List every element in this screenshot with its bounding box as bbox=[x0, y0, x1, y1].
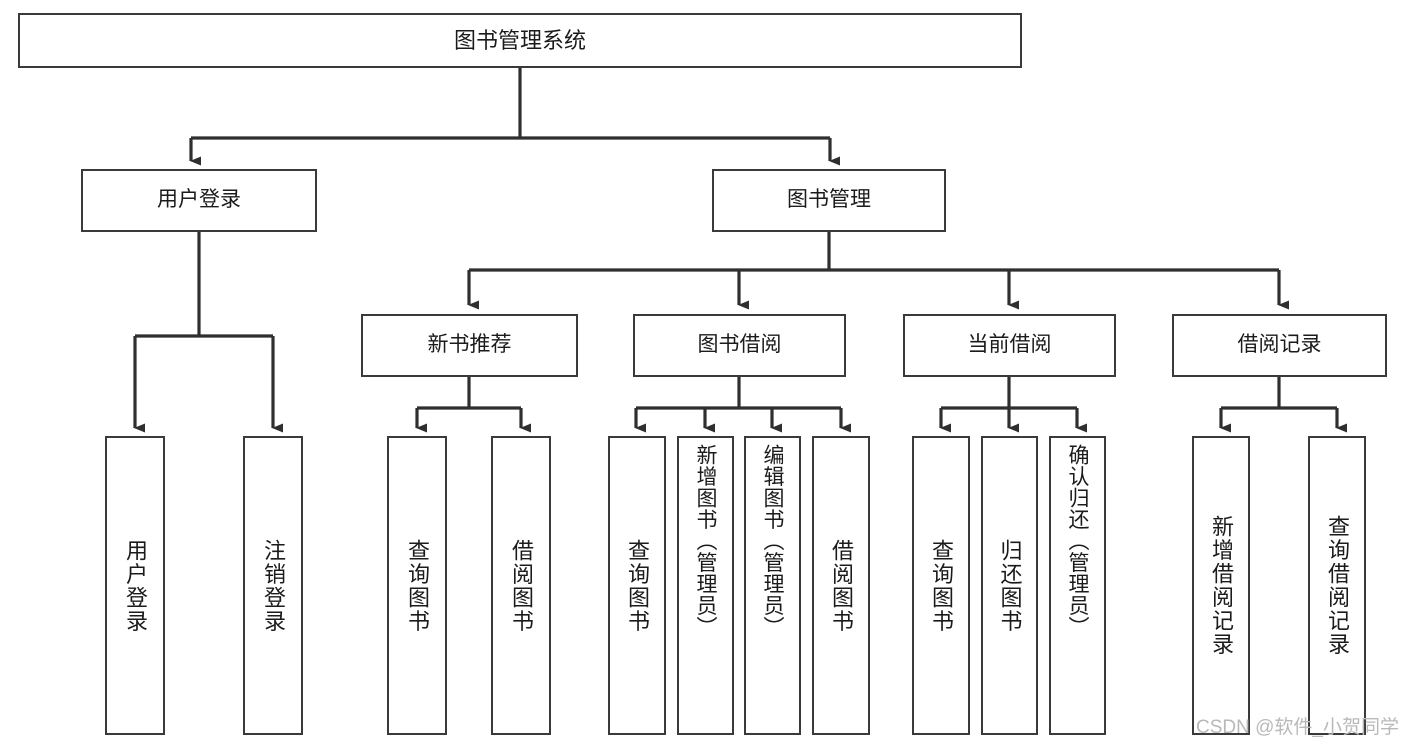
node-leaf-query-book-3-label: 查询图书 bbox=[929, 538, 954, 633]
node-book-borrow[interactable]: 图书借阅 bbox=[633, 314, 846, 377]
node-root-label: 图书管理系统 bbox=[453, 27, 586, 53]
node-current-borrow[interactable]: 当前借阅 bbox=[903, 314, 1116, 377]
node-leaf-query-borrow-record-label: 查询借阅记录 bbox=[1325, 515, 1350, 656]
node-leaf-add-borrow-record-label: 新增借阅记录 bbox=[1209, 515, 1234, 656]
node-leaf-user-login-label: 用户登录 bbox=[123, 538, 148, 633]
node-leaf-logout[interactable]: 注销登录 bbox=[243, 436, 303, 735]
node-leaf-query-borrow-record[interactable]: 查询借阅记录 bbox=[1308, 436, 1366, 735]
node-leaf-add-borrow-record[interactable]: 新增借阅记录 bbox=[1192, 436, 1250, 735]
node-user-login-label: 用户登录 bbox=[157, 188, 241, 212]
node-borrow-record-label: 借阅记录 bbox=[1237, 333, 1322, 357]
node-book-manage-label: 图书管理 bbox=[787, 188, 871, 212]
node-leaf-confirm-return[interactable]: 确认归还（管理员） bbox=[1049, 436, 1106, 735]
node-leaf-confirm-return-label: 确认归还（管理员） bbox=[1066, 444, 1089, 638]
watermark-text: CSDN @软件_小贺同学 bbox=[1196, 717, 1399, 738]
node-leaf-borrow-book-1-label: 借阅图书 bbox=[509, 538, 534, 633]
node-leaf-query-book-1[interactable]: 查询图书 bbox=[387, 436, 447, 735]
node-borrow-record[interactable]: 借阅记录 bbox=[1172, 314, 1387, 377]
node-leaf-edit-book[interactable]: 编辑图书（管理员） bbox=[744, 436, 801, 735]
node-user-login[interactable]: 用户登录 bbox=[81, 169, 317, 232]
node-leaf-add-book-label: 新增图书（管理员） bbox=[694, 444, 717, 638]
node-leaf-edit-book-label: 编辑图书（管理员） bbox=[761, 444, 784, 638]
node-leaf-user-login[interactable]: 用户登录 bbox=[105, 436, 165, 735]
node-new-book-rec-label: 新书推荐 bbox=[427, 333, 512, 357]
node-leaf-return-book-label: 归还图书 bbox=[997, 538, 1023, 633]
node-book-manage[interactable]: 图书管理 bbox=[712, 169, 946, 232]
node-leaf-add-book[interactable]: 新增图书（管理员） bbox=[677, 436, 734, 735]
node-root[interactable]: 图书管理系统 bbox=[18, 13, 1022, 68]
node-leaf-query-book-2-label: 查询图书 bbox=[625, 538, 650, 633]
node-leaf-query-book-3[interactable]: 查询图书 bbox=[912, 436, 970, 735]
node-new-book-rec[interactable]: 新书推荐 bbox=[361, 314, 578, 377]
node-leaf-logout-label: 注销登录 bbox=[261, 538, 286, 633]
node-leaf-borrow-book-2[interactable]: 借阅图书 bbox=[812, 436, 870, 735]
node-current-borrow-label: 当前借阅 bbox=[967, 333, 1052, 357]
node-leaf-borrow-book-1[interactable]: 借阅图书 bbox=[491, 436, 551, 735]
node-leaf-query-book-2[interactable]: 查询图书 bbox=[608, 436, 666, 735]
node-leaf-borrow-book-2-label: 借阅图书 bbox=[829, 538, 854, 633]
node-leaf-query-book-1-label: 查询图书 bbox=[405, 538, 430, 633]
node-book-borrow-label: 图书借阅 bbox=[697, 333, 782, 357]
node-leaf-return-book[interactable]: 归还图书 bbox=[981, 436, 1038, 735]
